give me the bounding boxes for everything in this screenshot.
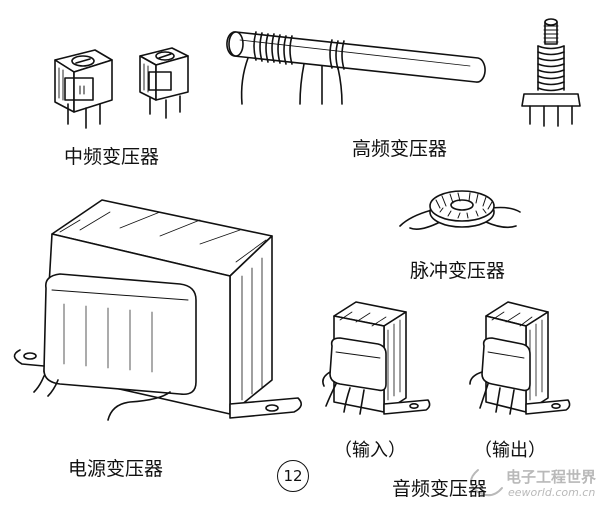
pulse-toroid — [399, 190, 521, 230]
label-audio-transformer: 音频变压器 — [392, 478, 488, 500]
if-transformer-small — [139, 47, 189, 119]
label-if-transformer: 中频变压器 — [64, 146, 160, 168]
watermark-en: eeworld.com.cn — [508, 486, 596, 499]
label-audio-output: （输出） — [474, 440, 546, 461]
audio-transformer-input — [322, 301, 431, 415]
figure-number: 12 — [277, 460, 309, 492]
label-power-transformer: 电源变压器 — [68, 458, 164, 480]
hf-bobbin-coil — [521, 18, 581, 127]
watermark-logo-icon — [470, 469, 503, 497]
label-hf-transformer: 高频变压器 — [352, 138, 448, 160]
power-transformer — [13, 199, 302, 421]
hf-rod-transformer — [226, 31, 486, 105]
audio-transformer-output — [469, 301, 571, 415]
label-audio-input: （输入） — [334, 440, 406, 461]
watermark-cn: 电子工程世界 — [506, 468, 597, 486]
label-pulse-transformer: 脉冲变压器 — [410, 260, 506, 282]
if-transformer-large — [54, 49, 113, 129]
